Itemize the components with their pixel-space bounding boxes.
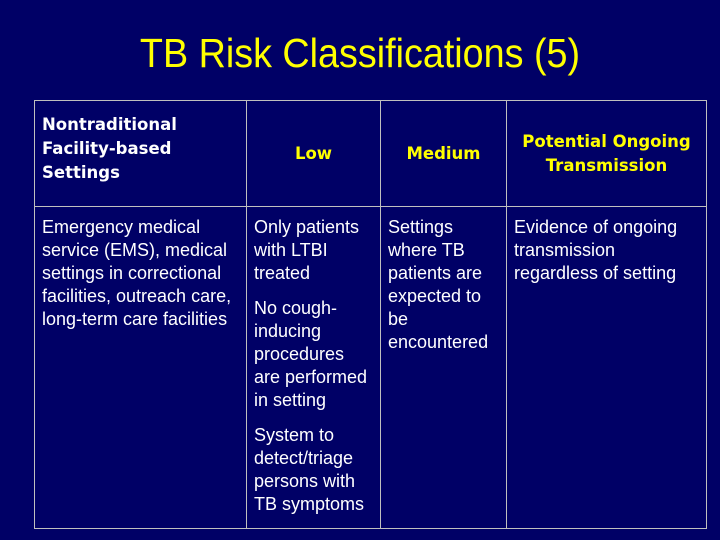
slide-title: TB Risk Classifications (5) <box>139 30 581 76</box>
header-cell-medium: Medium <box>380 100 507 207</box>
table-header-row: Nontraditional Facility-based Settings L… <box>34 100 707 207</box>
header-medium-label: Medium <box>406 143 481 163</box>
cell-low: Only patients with LTBI treated No cough… <box>246 206 381 529</box>
header-potential-label: Potential Ongoing Transmission <box>522 131 691 175</box>
header-cell-settings: Nontraditional Facility-based Settings <box>34 100 247 207</box>
low-criterion-2: No cough-inducing procedures are perform… <box>254 298 368 410</box>
table-row: Emergency medical service (EMS), medical… <box>34 206 707 529</box>
cell-settings: Emergency medical service (EMS), medical… <box>34 206 247 529</box>
header-cell-low: Low <box>246 100 381 207</box>
settings-text: Emergency medical service (EMS), medical… <box>42 217 232 329</box>
header-low-label: Low <box>294 143 333 163</box>
risk-classification-table: Nontraditional Facility-based Settings L… <box>34 100 707 529</box>
medium-text: Settings where TB patients are expected … <box>388 217 489 352</box>
low-criterion-3: System to detect/triage persons with TB … <box>254 425 365 514</box>
cell-medium: Settings where TB patients are expected … <box>380 206 507 529</box>
low-criterion-1: Only patients with LTBI treated <box>254 217 360 283</box>
header-settings-label: Nontraditional Facility-based Settings <box>42 115 177 182</box>
potential-text: Evidence of ongoing transmission regardl… <box>514 217 678 283</box>
cell-potential: Evidence of ongoing transmission regardl… <box>506 206 707 529</box>
header-cell-potential: Potential Ongoing Transmission <box>506 100 707 207</box>
